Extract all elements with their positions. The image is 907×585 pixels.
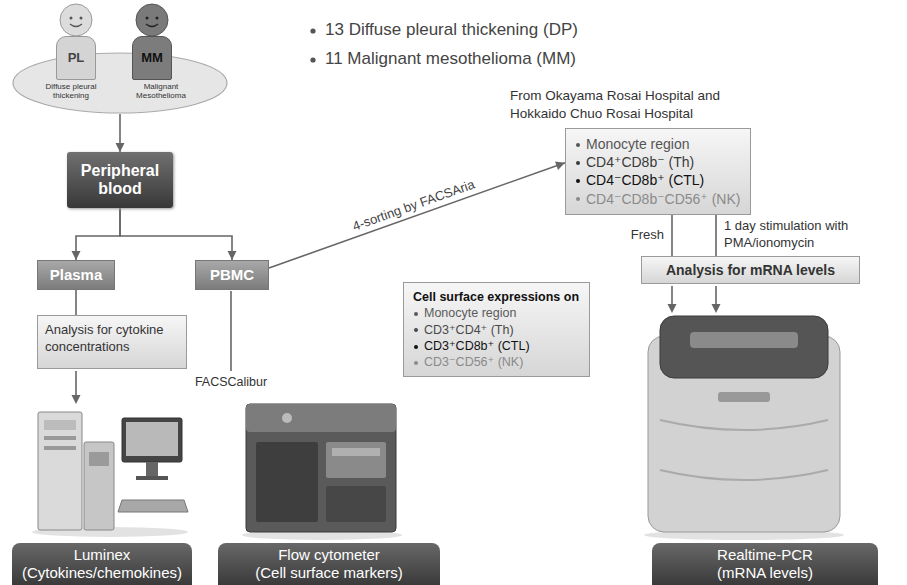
arrow-head [116, 143, 125, 152]
box-text: MM [141, 51, 163, 66]
sorting-box: Monocyte regionCD4⁺CD8b⁻ (Th)CD4⁻CD8b⁺ (… [565, 128, 751, 215]
arrow-head [555, 161, 565, 169]
arrow-head [228, 251, 237, 260]
source-box: Peripheral blood [67, 152, 173, 208]
process-box: Analysis for mRNA levels [641, 256, 860, 284]
pcr-machine-illustration [644, 316, 844, 540]
connector [672, 215, 673, 256]
person-head [136, 4, 168, 36]
box-text: Plasma [50, 266, 103, 283]
bullet-dot [414, 361, 418, 365]
edge-label: 1 day stimulation with PMA/ionomycin [724, 218, 856, 252]
list-item: CD4⁻CD8b⁺ (CTL) [575, 171, 740, 189]
note-label: 11 Malignant mesothelioma (MM) [325, 48, 576, 70]
list-item: CD3⁺CD8b⁺ (CTL) [413, 338, 579, 354]
arrow-head [72, 251, 81, 260]
band-line: (mRNA levels) [717, 564, 813, 582]
box-text: PBMC [210, 266, 254, 283]
bullet-dot [576, 143, 580, 147]
connector-line [269, 163, 565, 268]
connector-line [120, 208, 232, 260]
bullet-dot [576, 161, 580, 165]
box-text: PL [68, 51, 85, 66]
note-label: From Okayama Rosai Hospital and Hokkaido… [510, 87, 742, 122]
marker-list-box: Cell surface expressions onMonocyte regi… [403, 282, 590, 377]
group-caption: Malignant Mesothelioma [124, 82, 198, 100]
band-line: Luminex [22, 546, 182, 564]
list-item: Monocyte region [413, 305, 579, 321]
box-text: Peripheral blood [67, 162, 173, 199]
method-band: Realtime-PCR (mRNA levels) [652, 543, 878, 585]
box-text: Analysis for cytokine concentrations [45, 322, 179, 356]
list-item: CD3⁻CD56⁺ (NK) [413, 354, 579, 370]
list-item: CD3⁺CD4⁺ (Th) [413, 322, 579, 338]
bullet-dots [310, 28, 315, 62]
person-body: PL [56, 36, 96, 80]
method-band: Luminex (Cytokines/chemokines) [12, 543, 192, 585]
sample-box: Plasma [37, 260, 115, 290]
band-text: Luminex (Cytokines/chemokines) [22, 546, 182, 582]
method-band: Flow cytometer (Cell surface markers) [218, 543, 440, 585]
list-heading: Cell surface expressions on [413, 289, 579, 305]
box-text: Analysis for mRNA levels [666, 262, 835, 278]
connector-line [715, 215, 717, 256]
connector-line [75, 290, 77, 315]
luminex-illustration [32, 412, 188, 537]
band-line: (Cell surface markers) [255, 564, 403, 582]
list-item: CD4⁻CD8b⁻CD56⁺ (NK) [575, 190, 740, 208]
connector [269, 161, 565, 268]
bullet-dot [414, 345, 418, 349]
connector [716, 215, 717, 256]
bullet-dot [576, 179, 580, 183]
process-box: Analysis for cytokine concentrations [37, 315, 187, 369]
connector [76, 290, 77, 315]
edge-label: Fresh [631, 227, 664, 244]
group-oval: Diffuse pleural thickening Malignant Meso… [12, 52, 228, 114]
band-line: Realtime-PCR [717, 546, 813, 564]
connector [120, 208, 237, 260]
note-label: 13 Diffuse pleural thickening (DP) [325, 19, 578, 41]
list-item: Monocyte region [575, 135, 740, 153]
connector-line [671, 215, 673, 256]
band-line: Flow cytometer [255, 546, 403, 564]
bullet-dot [414, 328, 418, 332]
bullet-dot [576, 197, 580, 201]
connector [116, 114, 125, 152]
bullet-dot [414, 312, 418, 316]
edge-label: 4-sorting by FACSAria [350, 177, 476, 234]
connector-line [76, 208, 120, 260]
band-text: Flow cytometer (Cell surface markers) [255, 546, 403, 582]
person-body: MM [132, 36, 172, 80]
group-caption: Diffuse pleural thickening [34, 82, 108, 100]
note-label: FACSCalibur [190, 374, 272, 390]
connector [72, 208, 121, 260]
flow-cytometer-illustration [242, 404, 402, 540]
band-line: (Cytokines/chemokines) [22, 564, 182, 582]
list-item: CD4⁺CD8b⁻ (Th) [575, 153, 740, 171]
oval-outline [12, 52, 228, 114]
person-head [60, 4, 92, 36]
band-text: Realtime-PCR (mRNA levels) [717, 546, 813, 582]
sample-box: PBMC [195, 260, 269, 290]
